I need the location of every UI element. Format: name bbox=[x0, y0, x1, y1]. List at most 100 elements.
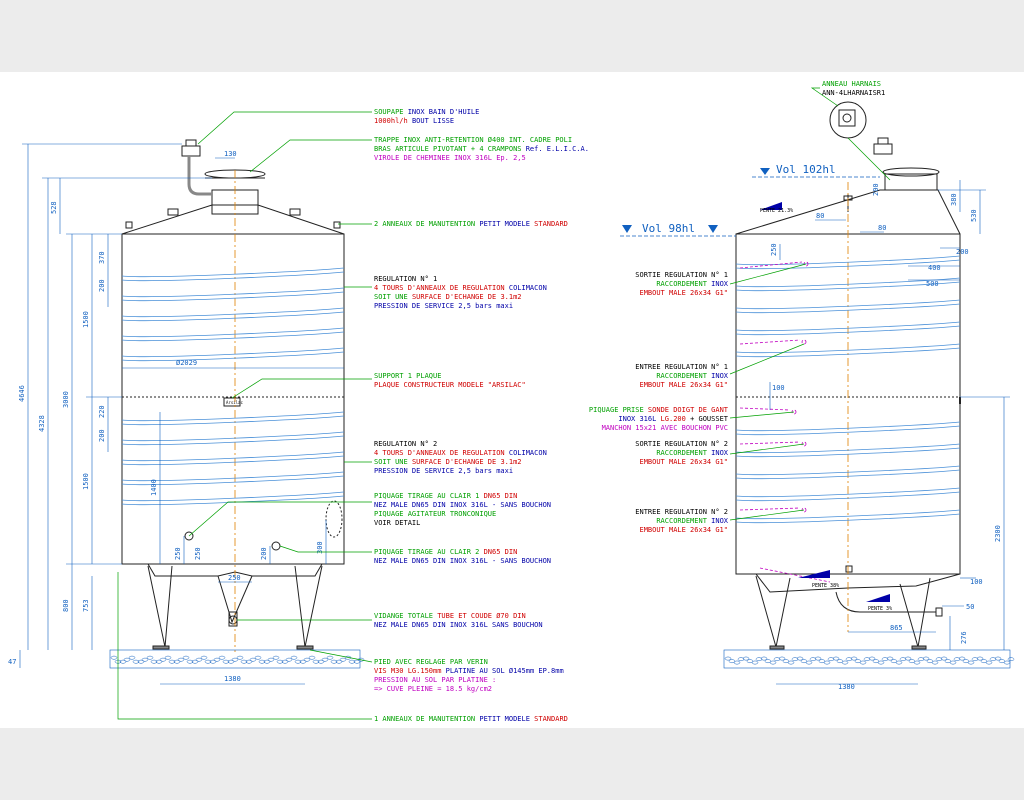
left-callout-seg: TUBE ET COUDE Ø70 DIN bbox=[437, 612, 526, 620]
left-callout-1-line-1: SOUPAPE INOX BAIN D'HUILE bbox=[374, 108, 479, 116]
ground-dot bbox=[285, 657, 293, 662]
rdim-200-b: 200 bbox=[956, 248, 969, 256]
ground-dot bbox=[254, 655, 262, 660]
ground-dot bbox=[290, 655, 298, 660]
ground-dot bbox=[1003, 660, 1011, 665]
ground-dot bbox=[132, 659, 140, 664]
coil-turn bbox=[735, 487, 961, 502]
right-callout-seg: MANCHON 15x21 AVEC BOUCHON PVC bbox=[602, 424, 728, 432]
ring-label-2: ANN-4LHARNAISR1 bbox=[822, 89, 885, 97]
left-callout-seg: NEZ MALE DN65 DIN INOX 316L - SANS BOUCH… bbox=[374, 501, 551, 509]
right-callout-seg: SONDE DOIGT DE GANT bbox=[648, 406, 729, 414]
ground-dot bbox=[850, 656, 858, 661]
left-callout-4-line-2: 4 TOURS D'ANNEAUX DE REGULATION COLIMACO… bbox=[374, 284, 547, 292]
left-callout-10-line-1: PIED AVEC REGLAGE PAR VERIN bbox=[374, 658, 488, 666]
left-callout-7-line-3: PIQUAGE AGITATEUR TRONCONIQUE bbox=[374, 510, 496, 518]
ground-dot bbox=[985, 660, 993, 665]
ground-dot bbox=[236, 655, 244, 660]
ground-dot bbox=[222, 659, 230, 664]
right-callout-seg: SORTIE REGULATION N° 2 bbox=[635, 440, 728, 448]
technical-drawing: Arsilac 4646 4328 3000 1500 1500 528 bbox=[8, 80, 1015, 723]
coil-turn bbox=[121, 451, 345, 466]
dim-47: 47 bbox=[8, 658, 16, 666]
ground-dot bbox=[832, 656, 840, 661]
ground-dot bbox=[308, 655, 316, 660]
left-callout-seg: BRAS ARTICULE PIVOTANT + 4 CRAMPONS bbox=[374, 145, 526, 153]
right-callout-3-line-1: PIQUAGE PRISE SONDE DOIGT DE GANT bbox=[589, 406, 729, 414]
left-callout-7-line-2: NEZ MALE DN65 DIN INOX 316L - SANS BOUCH… bbox=[374, 501, 551, 509]
rdim-80-b: 80 bbox=[878, 224, 886, 232]
ground-dot bbox=[881, 657, 889, 662]
left-callout-5-line-1: SUPPORT 1 PLAQUE bbox=[374, 372, 441, 380]
coil-turn bbox=[735, 343, 961, 358]
ground-dot bbox=[773, 657, 781, 662]
left-tank bbox=[121, 139, 345, 650]
ground-dot bbox=[755, 657, 763, 662]
ground-dot bbox=[895, 660, 903, 665]
ground-dot bbox=[317, 659, 325, 664]
dim-3000: 3000 bbox=[62, 391, 70, 408]
rdim-2300: 2300 bbox=[994, 525, 1002, 542]
coil-turn bbox=[121, 431, 345, 446]
right-callout-1-line-3: EMBOUT MALE 26x34 G1" bbox=[639, 289, 728, 297]
ground-dot bbox=[760, 656, 768, 661]
right-callout-seg: EMBOUT MALE 26x34 G1" bbox=[639, 381, 728, 389]
ground-dot bbox=[949, 660, 957, 665]
right-callout-seg: LG.200 bbox=[661, 415, 691, 423]
right-cooling-coils bbox=[735, 255, 961, 524]
left-callout-4-line-4: PRESSION DE SERVICE 2,5 bars maxi bbox=[374, 302, 513, 310]
ground-dot bbox=[213, 657, 221, 662]
ground-dot bbox=[200, 655, 208, 660]
vol-top-label: Vol 102hl bbox=[776, 163, 836, 176]
ground-dot bbox=[976, 656, 984, 661]
right-callout-seg: INOX bbox=[711, 280, 729, 288]
dim-4646: 4646 bbox=[18, 385, 26, 402]
ground-dot bbox=[958, 656, 966, 661]
left-callout-seg: VIDANGE TOTALE bbox=[374, 612, 437, 620]
ground-dot bbox=[150, 659, 158, 664]
dim-220: 220 bbox=[98, 405, 106, 418]
right-callout-seg: ENTREE REGULATION N° 1 bbox=[635, 363, 728, 371]
left-outlet-2 bbox=[271, 541, 281, 551]
dim-4328: 4328 bbox=[38, 415, 46, 432]
slope-3: PENTE 3% bbox=[868, 606, 892, 612]
ground-dot bbox=[353, 659, 361, 664]
ring-detail bbox=[829, 101, 891, 181]
left-ground bbox=[109, 649, 365, 669]
left-tank-leg bbox=[147, 565, 173, 648]
left-callout-7-line-1: PIQUAGE TIRAGE AU CLAIR 1 DN65 DIN bbox=[374, 492, 517, 500]
rdim-50: 50 bbox=[966, 603, 974, 611]
right-callout-seg: INOX 316L bbox=[618, 415, 660, 423]
slope-2: PENTE 38% bbox=[812, 583, 839, 589]
ground-dot bbox=[227, 659, 235, 664]
rdim-100-a: 100 bbox=[772, 384, 785, 392]
left-dimension-texts: 4646 4328 3000 1500 1500 528 370 200 220… bbox=[8, 150, 324, 683]
ground-dot bbox=[814, 656, 822, 661]
ground-dot bbox=[299, 659, 307, 664]
right-callout-seg: ENTREE REGULATION N° 2 bbox=[635, 508, 728, 516]
left-callout-9-line-1: VIDANGE TOTALE TUBE ET COUDE Ø70 DIN bbox=[374, 612, 526, 620]
coil-turn bbox=[121, 327, 345, 342]
left-callout-2-line-2: BRAS ARTICULE PIVOTANT + 4 CRAMPONS Ref.… bbox=[374, 145, 589, 153]
dim-1380: 1380 bbox=[224, 675, 241, 683]
left-callout-seg: PLATINE AU SOL Ø145mm EP.8mm bbox=[446, 667, 564, 675]
dim-130: 130 bbox=[224, 150, 237, 158]
ground-dot bbox=[330, 659, 338, 664]
left-leader-lines bbox=[117, 111, 373, 720]
left-cooling-coils bbox=[121, 267, 345, 506]
left-callout-seg: => CUVE PLEINE = 18.5 kg/cm2 bbox=[374, 685, 492, 693]
ring-label-1: ANNEAU HARNAIS bbox=[822, 80, 881, 88]
rdim-100-b: 100 bbox=[970, 578, 983, 586]
left-callout-seg: VOIR DETAIL bbox=[374, 519, 420, 527]
dim-200-b: 200 bbox=[98, 429, 106, 442]
left-callout-seg: STANDARD bbox=[534, 715, 568, 723]
left-callout-seg: PETIT MODELE bbox=[479, 715, 534, 723]
coil-turn bbox=[121, 347, 345, 362]
ground-dot bbox=[935, 657, 943, 662]
slope-markers: PENTE 21.3% PENTE 38% PENTE 3% bbox=[760, 202, 892, 612]
dim-753: 753 bbox=[82, 599, 90, 612]
coil-turn bbox=[121, 287, 345, 302]
ground-dot bbox=[267, 657, 275, 662]
ground-dot bbox=[845, 657, 853, 662]
ground-dot bbox=[137, 659, 145, 664]
